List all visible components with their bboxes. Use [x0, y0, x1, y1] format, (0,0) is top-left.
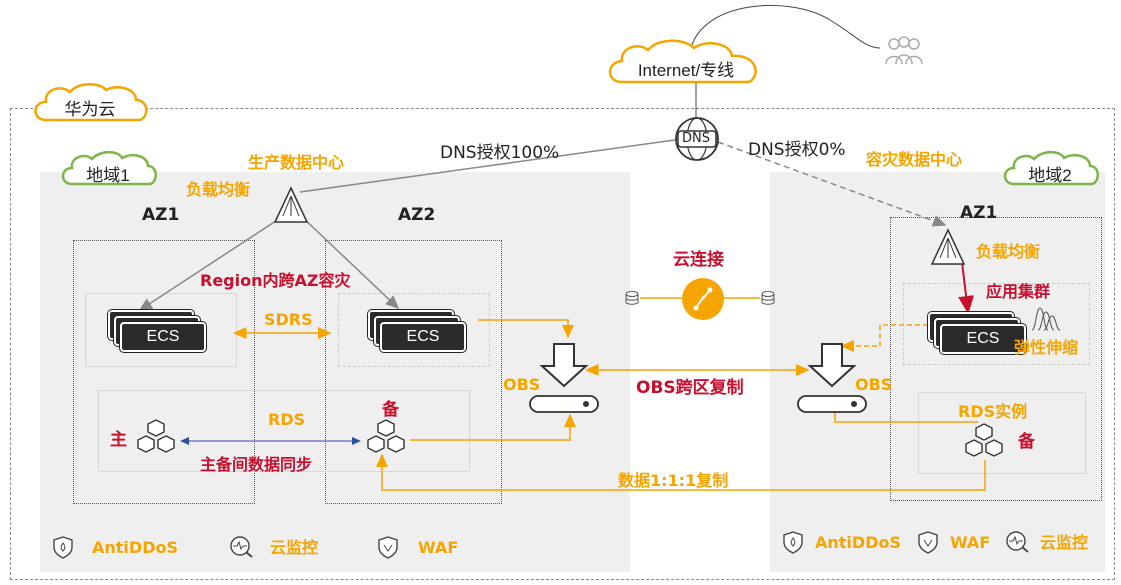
dr-dc-label: 容灾数据中心 [866, 150, 963, 169]
obs-icon-region2 [797, 343, 867, 413]
region2-rds-group [918, 392, 1086, 474]
cloud-monitor-label: 云监控 [270, 538, 319, 557]
region2-lb-label: 负载均衡 [976, 242, 1041, 261]
az1-box [73, 240, 255, 504]
load-balancer-icon [273, 186, 309, 223]
waf-icon [378, 536, 398, 559]
obs-label-region1: OBS [503, 375, 541, 394]
az1-label: AZ1 [142, 205, 180, 225]
region2-waf-icon [918, 531, 938, 554]
dns-icon: DNS [672, 114, 722, 164]
rds-label: RDS [268, 410, 306, 429]
rds-primary-icon [137, 419, 175, 453]
az2-label: AZ2 [398, 205, 436, 225]
region1-label: 地域1 [86, 165, 130, 185]
region2-badge: 地域2 [1000, 148, 1100, 190]
users-icon [885, 36, 923, 65]
dns-right-weight: DNS授权0% [748, 140, 846, 160]
region1-area [40, 172, 630, 572]
sync-label: 主备间数据同步 [200, 455, 313, 474]
rds-group [98, 390, 470, 472]
region2-standby-label: 备 [1018, 432, 1035, 452]
obs-icon-region1 [529, 343, 599, 413]
database-icon-left [625, 291, 639, 305]
region2-antiddos-label: AntiDDoS [815, 533, 901, 552]
antiddos-label: AntiDDoS [92, 538, 178, 557]
dns-label: DNS [682, 131, 710, 146]
elastic-scaling-icon [1031, 307, 1061, 331]
ecs-stack-az2: ECS [368, 310, 468, 360]
ecs-group-az2 [338, 293, 490, 367]
internet-label: Internet/专线 [637, 60, 735, 80]
rds-standby-icon [367, 419, 405, 453]
antiddos-icon [53, 536, 73, 559]
region2-antiddos-icon [783, 531, 803, 554]
standby-label: 备 [382, 400, 399, 420]
region2-az1-label: AZ1 [960, 203, 998, 223]
region2-ecs-group [903, 283, 1090, 365]
cloud-connect-label: 云连接 [673, 250, 724, 270]
region2-cloud-monitor-label: 云监控 [1040, 533, 1089, 552]
production-dc-label: 生产数据中心 [248, 153, 345, 172]
elastic-scaling-label: 弹性伸缩 [1014, 338, 1079, 357]
obs-replication-label: OBS跨区复制 [636, 378, 744, 398]
dns-left-weight: DNS授权100% [440, 143, 560, 163]
internet-cloud: Internet/专线 [604, 36, 768, 88]
cloud-monitor-icon [230, 536, 253, 558]
region2-label: 地域2 [1028, 165, 1072, 185]
region2-load-balancer-icon [930, 228, 966, 265]
region2-ecs-stack: ECS [928, 312, 1028, 362]
waf-label: WAF [418, 538, 459, 557]
sdrs-label: SDRS [264, 310, 313, 329]
database-icon-right [761, 291, 775, 305]
region1-badge: 地域1 [58, 148, 158, 190]
ecs-az1: ECS [120, 322, 206, 352]
ecs-stack-az1: ECS [108, 310, 208, 360]
obs-label-region2: OBS [855, 375, 893, 394]
huawei-cloud-badge: 华为云 [30, 80, 150, 126]
ecs-az2: ECS [380, 322, 466, 352]
rds-instance-label: RDS实例 [958, 402, 1028, 421]
huawei-cloud-boundary [10, 108, 1115, 580]
region2-az1-box [890, 217, 1102, 501]
region2-rds-icon [965, 423, 1003, 457]
data-replication-label: 数据1:1:1复制 [618, 471, 729, 490]
huawei-cloud-label: 华为云 [64, 99, 116, 119]
primary-label: 主 [110, 430, 127, 450]
az2-box [325, 240, 502, 504]
region1-lb-label: 负载均衡 [186, 180, 251, 199]
app-cluster-label: 应用集群 [986, 282, 1051, 301]
region2-ecs: ECS [940, 324, 1026, 354]
cross-az-dr-label: Region内跨AZ容灾 [200, 271, 351, 290]
region2-cloud-monitor-icon [1006, 531, 1029, 553]
cloud-connect-icon [682, 278, 724, 320]
region2-waf-label: WAF [950, 533, 991, 552]
